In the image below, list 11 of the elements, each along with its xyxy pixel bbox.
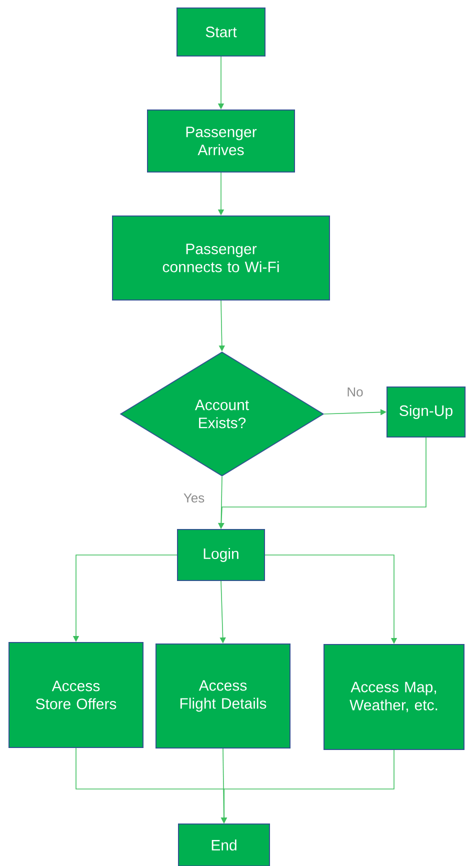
process-box: Passenger Arrives (147, 110, 295, 172)
process-box: Login (177, 529, 265, 581)
process-box: Start (176, 8, 266, 56)
process-box: Passenger connects to Wi-Fi (112, 216, 330, 300)
process-box: Sign-Up (386, 386, 466, 438)
edge-label: Yes (184, 493, 204, 503)
process-box: End (178, 824, 270, 866)
edge-label: No (348, 387, 363, 397)
process-box: Access Map, Weather, etc. (324, 644, 464, 750)
process-box: Access Flight Details (156, 644, 290, 748)
process-box: Access Store Offers (8, 642, 144, 748)
